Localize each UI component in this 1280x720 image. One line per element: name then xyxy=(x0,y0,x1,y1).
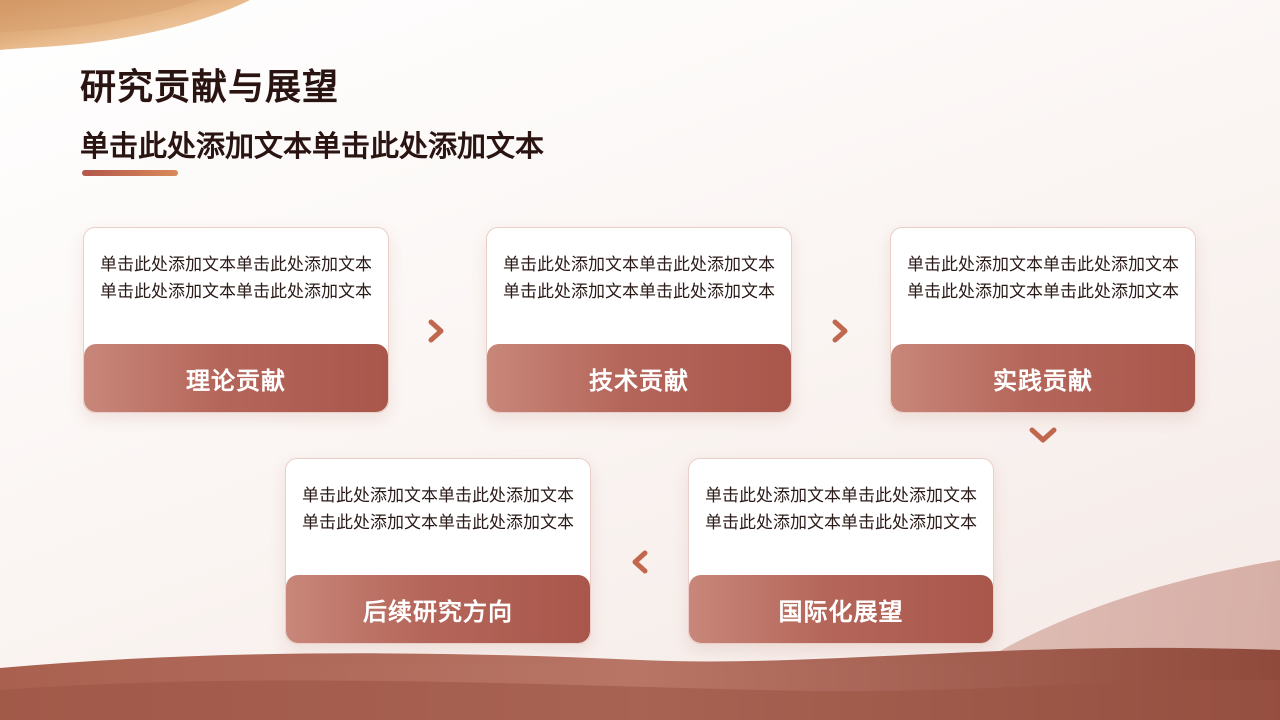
card-body-text: 单击此处添加文本单击此处添加文本单击此处添加文本单击此处添加文本 xyxy=(302,486,574,533)
card-label: 国际化展望 xyxy=(689,575,993,643)
card-label: 后续研究方向 xyxy=(286,575,590,643)
chevron-down-icon xyxy=(1029,427,1057,443)
card-body-text: 单击此处添加文本单击此处添加文本单击此处添加文本单击此处添加文本 xyxy=(100,255,372,302)
card-future-research: 单击此处添加文本单击此处添加文本单击此处添加文本单击此处添加文本 后续研究方向 xyxy=(285,458,591,644)
chevron-left-icon xyxy=(632,550,648,574)
chevron-right-icon xyxy=(832,319,848,343)
page-subtitle: 单击此处添加文本单击此处添加文本 xyxy=(80,129,545,163)
card-label: 实践贡献 xyxy=(891,344,1195,412)
card-technical-contribution: 单击此处添加文本单击此处添加文本单击此处添加文本单击此处添加文本 技术贡献 xyxy=(486,227,792,413)
card-theory-contribution: 单击此处添加文本单击此处添加文本单击此处添加文本单击此处添加文本 理论贡献 xyxy=(83,227,389,413)
card-label: 理论贡献 xyxy=(84,344,388,412)
chevron-right-icon xyxy=(428,319,444,343)
page-title: 研究贡献与展望 xyxy=(80,67,340,108)
card-label: 技术贡献 xyxy=(487,344,791,412)
title-accent-bar xyxy=(82,170,178,176)
card-body-text: 单击此处添加文本单击此处添加文本单击此处添加文本单击此处添加文本 xyxy=(503,255,775,302)
card-body-text: 单击此处添加文本单击此处添加文本单击此处添加文本单击此处添加文本 xyxy=(705,486,977,533)
card-international-outlook: 单击此处添加文本单击此处添加文本单击此处添加文本单击此处添加文本 国际化展望 xyxy=(688,458,994,644)
card-practical-contribution: 单击此处添加文本单击此处添加文本单击此处添加文本单击此处添加文本 实践贡献 xyxy=(890,227,1196,413)
card-body-text: 单击此处添加文本单击此处添加文本单击此处添加文本单击此处添加文本 xyxy=(907,255,1179,302)
